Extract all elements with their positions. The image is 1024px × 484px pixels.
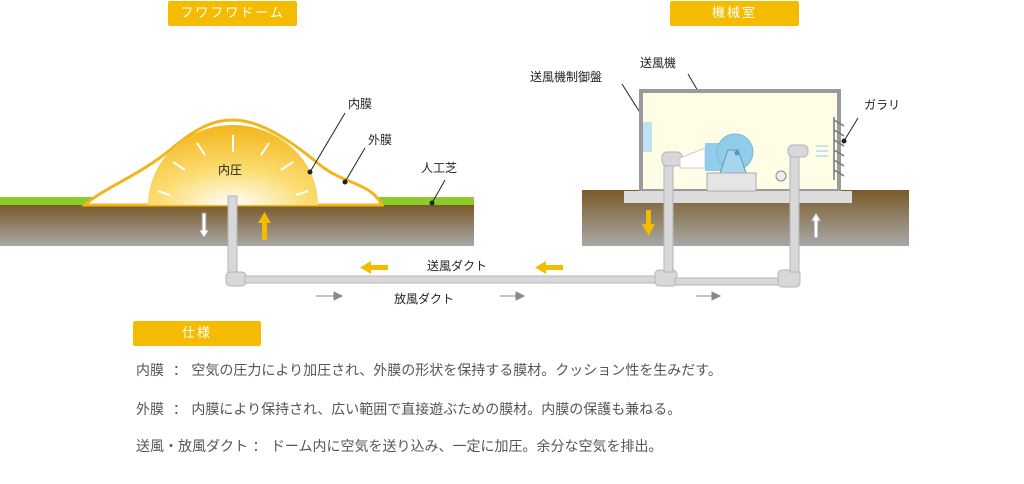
pressure-arrows bbox=[157, 135, 309, 196]
spec-title: 仕様 bbox=[133, 321, 261, 346]
label-internal-pressure: 内圧 bbox=[218, 163, 243, 177]
blower-icon bbox=[679, 133, 757, 192]
yellow-arrow-down-icon bbox=[642, 210, 655, 236]
spec-desc: 内膜により保持され、広い範囲で直接遊ぶための膜材。内膜の保護も兼ねる。 bbox=[191, 402, 682, 418]
louver-icon bbox=[833, 117, 845, 180]
spec-row: 送風・放風ダクト ： ドーム内に空気を送り込み、一定に加圧。余分な空気を排出。 bbox=[136, 436, 663, 456]
dome-title: フワフワドーム bbox=[168, 1, 297, 26]
label-louver: ガラリ bbox=[864, 98, 901, 112]
control-panel bbox=[643, 122, 652, 152]
label-artificial-turf: 人工芝 bbox=[421, 161, 458, 175]
spec-desc: 空気の圧力により加圧され、外膜の形状を保持する膜材。クッション性を生みだす。 bbox=[191, 363, 722, 379]
yellow-arrow-up-icon bbox=[258, 212, 271, 240]
hollow-arrow-down-icon bbox=[198, 212, 210, 239]
spec-desc: ドーム内に空気を送り込み、一定に加圧。余分な空気を排出。 bbox=[270, 439, 663, 455]
label-blower: 送風機 bbox=[640, 56, 677, 70]
yellow-arrow-left-icon bbox=[535, 261, 563, 274]
label-control-panel: 送風機制御盤 bbox=[530, 70, 603, 84]
spec-term: 送風・放風ダクト bbox=[136, 439, 248, 455]
gray-arrow-right-icon bbox=[696, 291, 722, 301]
valve-icon bbox=[775, 170, 787, 182]
spec-term: 内膜 bbox=[136, 363, 164, 379]
floor-slab bbox=[624, 191, 852, 203]
gray-arrow-right-icon bbox=[500, 291, 526, 301]
spec-term: 外膜 bbox=[136, 402, 164, 418]
label-exhaust-duct: 放風ダクト bbox=[394, 292, 455, 306]
spec-sep: ： bbox=[252, 439, 267, 455]
yellow-arrow-left-icon bbox=[360, 261, 388, 274]
spec-row: 内膜 ： 空気の圧力により加圧され、外膜の形状を保持する膜材。クッション性を生み… bbox=[136, 360, 722, 380]
label-supply-duct: 送風ダクト bbox=[427, 259, 488, 273]
gray-arrow-right-icon bbox=[316, 291, 344, 301]
duct-pipes bbox=[225, 144, 809, 288]
inner-membrane bbox=[148, 125, 318, 205]
hollow-arrow-up-icon bbox=[810, 212, 822, 239]
airflow-icon bbox=[816, 145, 828, 157]
spec-sep: ： bbox=[172, 363, 187, 379]
machine-room-title: 機械室 bbox=[670, 1, 799, 26]
flow-arrows bbox=[198, 210, 822, 301]
label-inner-membrane: 内膜 bbox=[348, 97, 373, 111]
spec-sep: ： bbox=[172, 402, 187, 418]
spec-row: 外膜 ： 内膜により保持され、広い範囲で直接遊ぶための膜材。内膜の保護も兼ねる。 bbox=[136, 399, 681, 419]
label-outer-membrane: 外膜 bbox=[368, 133, 393, 147]
